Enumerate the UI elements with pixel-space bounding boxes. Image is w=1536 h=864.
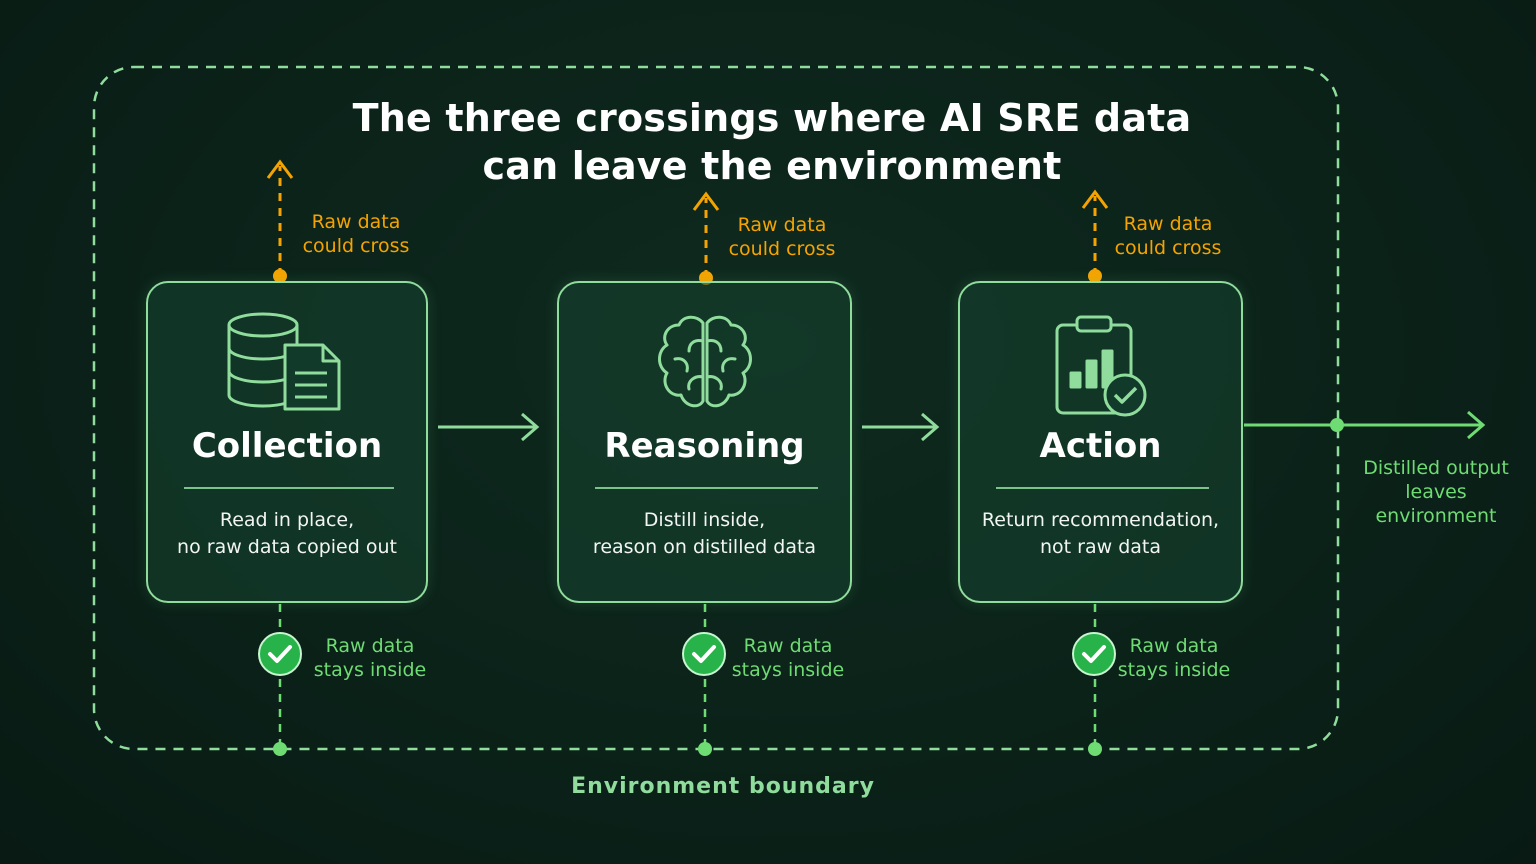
risk-label-action: Raw data could cross: [1114, 213, 1222, 259]
check-icon: [258, 632, 302, 676]
stage-name: Reasoning: [604, 426, 805, 466]
divider: [996, 487, 1209, 489]
safe-label-reasoning: Raw data stays inside: [731, 635, 845, 681]
check-icon: [682, 632, 726, 676]
safe-node-reasoning: [698, 742, 712, 756]
divider: [184, 487, 394, 489]
risk-node-action: [1088, 269, 1102, 283]
flow-arrow-2: [862, 412, 940, 442]
title-line-1: The three crossings where AI SRE data: [352, 96, 1192, 140]
safe-label-action: Raw data stays inside: [1117, 635, 1231, 681]
database-document-icon: [148, 311, 426, 421]
diagram-title: The three crossings where AI SRE data ca…: [330, 94, 1214, 190]
risk-arrow-reasoning: [692, 191, 720, 278]
safe-node-action: [1088, 742, 1102, 756]
safe-node-collection: [273, 742, 287, 756]
title-line-2: can leave the environment: [482, 144, 1062, 188]
risk-arrow-action: [1081, 189, 1109, 276]
safe-label-collection: Raw data stays inside: [313, 635, 427, 681]
stage-name: Collection: [191, 426, 383, 466]
risk-label-reasoning: Raw data could cross: [728, 214, 836, 260]
output-arrow: [1244, 410, 1486, 440]
stage-description: Read in place, no raw data copied out: [177, 509, 397, 558]
stage-card-action: Action Return recommendation, not raw da…: [958, 281, 1243, 603]
stage-description: Return recommendation, not raw data: [981, 509, 1220, 558]
stage-description: Distill inside, reason on distilled data: [592, 509, 817, 558]
stage-name: Action: [1039, 426, 1162, 466]
flow-arrow-1: [438, 412, 540, 442]
output-label: Distilled output leaves environment: [1363, 457, 1509, 527]
clipboard-chart-check-icon: [960, 311, 1241, 421]
output-node: [1330, 418, 1344, 432]
boundary-label: Environment boundary: [571, 774, 875, 799]
divider: [595, 487, 818, 489]
environment-boundary: [92, 65, 1340, 751]
risk-label-collection: Raw data could cross: [302, 211, 410, 257]
risk-node-collection: [273, 269, 287, 283]
stage-card-collection: Collection Read in place, no raw data co…: [146, 281, 428, 603]
stage-card-reasoning: Reasoning Distill inside, reason on dist…: [557, 281, 852, 603]
check-icon: [1072, 632, 1116, 676]
risk-arrow-collection: [266, 159, 294, 276]
brain-icon: [559, 311, 850, 421]
